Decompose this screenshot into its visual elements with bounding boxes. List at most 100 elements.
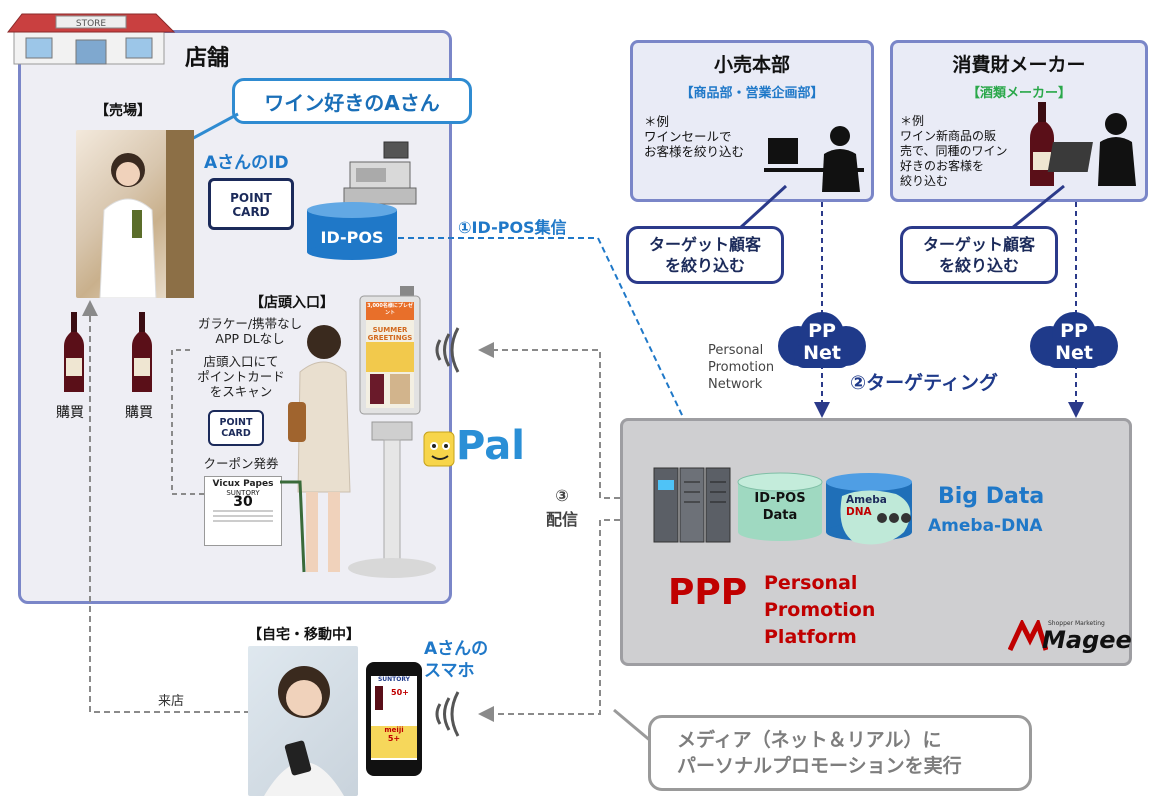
entrance-note-line: をスキャン [209, 384, 273, 399]
media-line: メディア（ネット＆リアル）に [677, 729, 942, 751]
hq-note-line: お客様を絞り込む [644, 144, 745, 159]
manufacturer-title: 消費財メーカー [952, 54, 1086, 76]
manufacturer-sub: 【酒類メーカー】 [966, 86, 1071, 101]
idpos-data-line: ID-POS [754, 491, 806, 506]
phone-ad-value-2: 5+ [387, 734, 401, 743]
ppnet-line: Net [1055, 342, 1093, 364]
coupon-brand: Vicux Papes [212, 479, 274, 489]
coupon-issue-label: クーポン発券 [203, 456, 279, 471]
point-card-line: CARD [232, 205, 270, 219]
bubble-line: を絞り込む [664, 256, 745, 275]
retail-hq-note: ＊例 ワインセールで お客様を絞り込む [644, 114, 744, 159]
hq-note-line: ＊例 [644, 114, 670, 129]
big-data-label: Big Data [938, 484, 1045, 509]
purchase-label: 購買 [125, 405, 153, 421]
pos-register-icon [343, 141, 417, 205]
media-execution-bubble: メディア（ネット＆リアル）に パーソナルプロモーションを実行 [648, 715, 1032, 791]
hq-note-line: 絞り込む [900, 174, 949, 188]
media-line: パーソナルプロモーションを実行 [677, 755, 962, 777]
ppp-name-line: Promotion [764, 599, 876, 621]
smartphone-screen: SUNTORY 50+ meiji 5+ [371, 676, 417, 760]
manufacturer-box [890, 40, 1148, 202]
entrance-note-scan: 店頭入口にて ポイントカード をスキャン [186, 354, 296, 399]
customer-id-label: AさんのID [204, 153, 289, 173]
idpos-data-label: ID-POS Data [736, 490, 824, 524]
hq-note-line: ワイン新商品の販 [900, 129, 997, 143]
ppnet-label: PP Net [1026, 320, 1122, 364]
entrance-note-line: ガラケー/携帯なし [197, 316, 303, 331]
ppnet-line: Net [803, 342, 841, 364]
magee-logo: Magee [1042, 626, 1132, 654]
idpos-data-cylinder-icon [737, 472, 823, 541]
purchase-label: 購買 [56, 405, 84, 421]
callout-pointer [185, 112, 239, 144]
delivery-number: ③ [555, 486, 569, 505]
store-title: 店舗 [185, 46, 230, 71]
bubble-line: を絞り込む [938, 256, 1019, 275]
coupon-ticket: Vicux Papes SUNTORY 30 [204, 476, 282, 546]
dna-line: DNA [846, 506, 872, 518]
visit-label: 来店 [158, 694, 185, 709]
ppnet-line: PP [1060, 320, 1088, 342]
idpos-label: ID-POS [320, 228, 384, 247]
phone-ad-brand: SUNTORY [377, 676, 411, 683]
smartphone: SUNTORY 50+ meiji 5+ [366, 662, 422, 776]
ppp-full-name: Personal Promotion Platform [764, 570, 875, 651]
kiosk-terminal-illustration [280, 286, 436, 578]
ppp-title: PPP [668, 572, 748, 613]
hq-note-line: 売で、同種のワイン [900, 144, 1008, 158]
phone-owner-line: スマホ [424, 661, 475, 681]
wine-bottle-icon [64, 312, 84, 392]
store-building-icon: STORE [6, 13, 176, 65]
worker-at-pc-icon [764, 126, 864, 192]
target-bubble-retail: ターゲット顧客 を絞り込む [626, 226, 784, 284]
point-card-line: CARD [221, 428, 251, 439]
idpos-collect-label: ①ID-POS集信 [458, 218, 567, 237]
target-bubble-maker: ターゲット顧客 を絞り込む [900, 226, 1058, 284]
ppnet-label: PP Net [774, 320, 870, 364]
home-moving-label: 【自宅・移動中】 [248, 627, 360, 643]
coupon-value: 30 [233, 494, 253, 510]
ppnet-cloud-icon [1030, 312, 1118, 368]
manufacturer-note: ＊例 ワイン新商品の販 売で、同種のワイン 好きのお客様を 絞り込む [900, 114, 1008, 189]
ppn-line: Personal [708, 343, 764, 358]
meeting-with-wine-icon [1030, 102, 1136, 186]
kiosk-screen-mid: SUMMER GREETINGS [367, 326, 413, 342]
big-data-sub-label: Ameba-DNA [928, 516, 1043, 536]
delivery-label: ③ 配信 [546, 484, 578, 532]
retail-hq-sub: 【商品部・営業企画部】 [680, 86, 824, 101]
customer-callout: ワイン好きのAさん [232, 78, 472, 124]
svg-text:STORE: STORE [76, 19, 107, 29]
ppnet-cloud-icon [778, 312, 866, 368]
woman-with-phone-photo [248, 646, 358, 796]
ppnet-line: PP [808, 320, 836, 342]
ameba-dna-label: Ameba DNA [846, 494, 887, 518]
sales-floor-label: 【売場】 [95, 103, 151, 119]
phone-ad-brand-2: meiji [384, 726, 404, 734]
idpos-database-icon [307, 202, 397, 260]
hq-note-line: ＊例 [900, 114, 925, 128]
point-card-small: POINT CARD [208, 410, 264, 446]
entrance-note-line: ポイントカード [197, 369, 285, 384]
entrance-label: 【店頭入口】 [250, 295, 334, 311]
ameba-line: Ameba [846, 494, 887, 506]
entrance-note-feature-phone: ガラケー/携帯なし APP DLなし [190, 316, 310, 346]
point-card-line: POINT [219, 417, 253, 428]
point-card: POINT CARD [208, 178, 294, 230]
bubble-line: ターゲット顧客 [922, 235, 1035, 254]
ppn-line: Network [708, 377, 763, 392]
phone-owner-line: Aさんの [424, 639, 489, 659]
entrance-note-line: APP DLなし [215, 331, 285, 346]
ppp-name-line: Platform [764, 626, 857, 648]
hq-note-line: 好きのお客様を [900, 159, 985, 173]
phone-owner-label: Aさんの スマホ [424, 638, 488, 682]
ppp-name-line: Personal [764, 572, 858, 594]
pal-mascot-icon [423, 431, 455, 467]
magee-logo-mark [1008, 620, 1048, 652]
bubble-line: ターゲット顧客 [648, 235, 761, 254]
phone-ad-value: 50+ [391, 688, 409, 697]
targeting-label: ②ターゲティング [850, 372, 998, 394]
wine-bottle-icon [132, 312, 152, 392]
server-rack-icon [653, 467, 731, 543]
